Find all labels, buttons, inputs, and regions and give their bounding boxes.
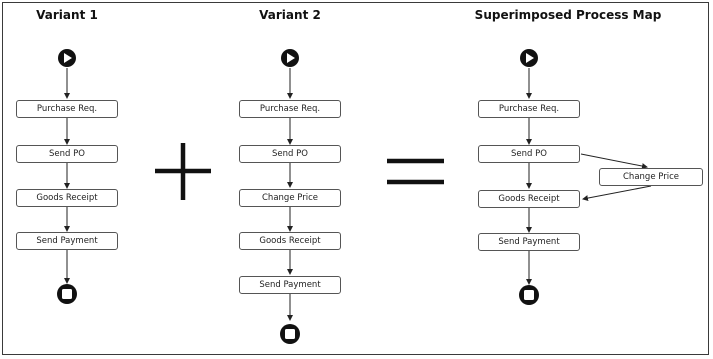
sp-step-goods-receipt: Goods Receipt bbox=[478, 190, 580, 208]
v2-step-purchase-req: Purchase Req. bbox=[239, 100, 341, 118]
end-stop-icon bbox=[57, 284, 77, 304]
superimposed-arrows bbox=[526, 68, 652, 285]
v2-step-goods-receipt: Goods Receipt bbox=[239, 232, 341, 250]
superimposed-title: Superimposed Process Map bbox=[474, 8, 662, 22]
v2-step-change-price: Change Price bbox=[239, 189, 341, 207]
start-play-icon bbox=[281, 49, 299, 67]
end-stop-icon bbox=[519, 285, 539, 305]
v1-step-goods-receipt: Goods Receipt bbox=[16, 189, 118, 207]
sp-step-purchase-req: Purchase Req. bbox=[478, 100, 580, 118]
variant1-title: Variant 1 bbox=[36, 8, 98, 22]
plus-sign bbox=[155, 143, 211, 200]
v1-step-send-po: Send PO bbox=[16, 145, 118, 163]
end-stop-icon bbox=[280, 324, 300, 344]
start-play-icon bbox=[520, 49, 538, 67]
v2-step-send-po: Send PO bbox=[239, 145, 341, 163]
sp-step-change-price: Change Price bbox=[599, 168, 703, 186]
v1-step-purchase-req: Purchase Req. bbox=[16, 100, 118, 118]
v2-step-send-payment: Send Payment bbox=[239, 276, 341, 294]
sp-step-send-po: Send PO bbox=[478, 145, 580, 163]
diagram-frame bbox=[2, 2, 709, 355]
variant2-title: Variant 2 bbox=[259, 8, 321, 22]
v1-step-send-payment: Send Payment bbox=[16, 232, 118, 250]
start-play-icon bbox=[58, 49, 76, 67]
equals-sign bbox=[387, 158, 444, 185]
sp-step-send-payment: Send Payment bbox=[478, 233, 580, 251]
